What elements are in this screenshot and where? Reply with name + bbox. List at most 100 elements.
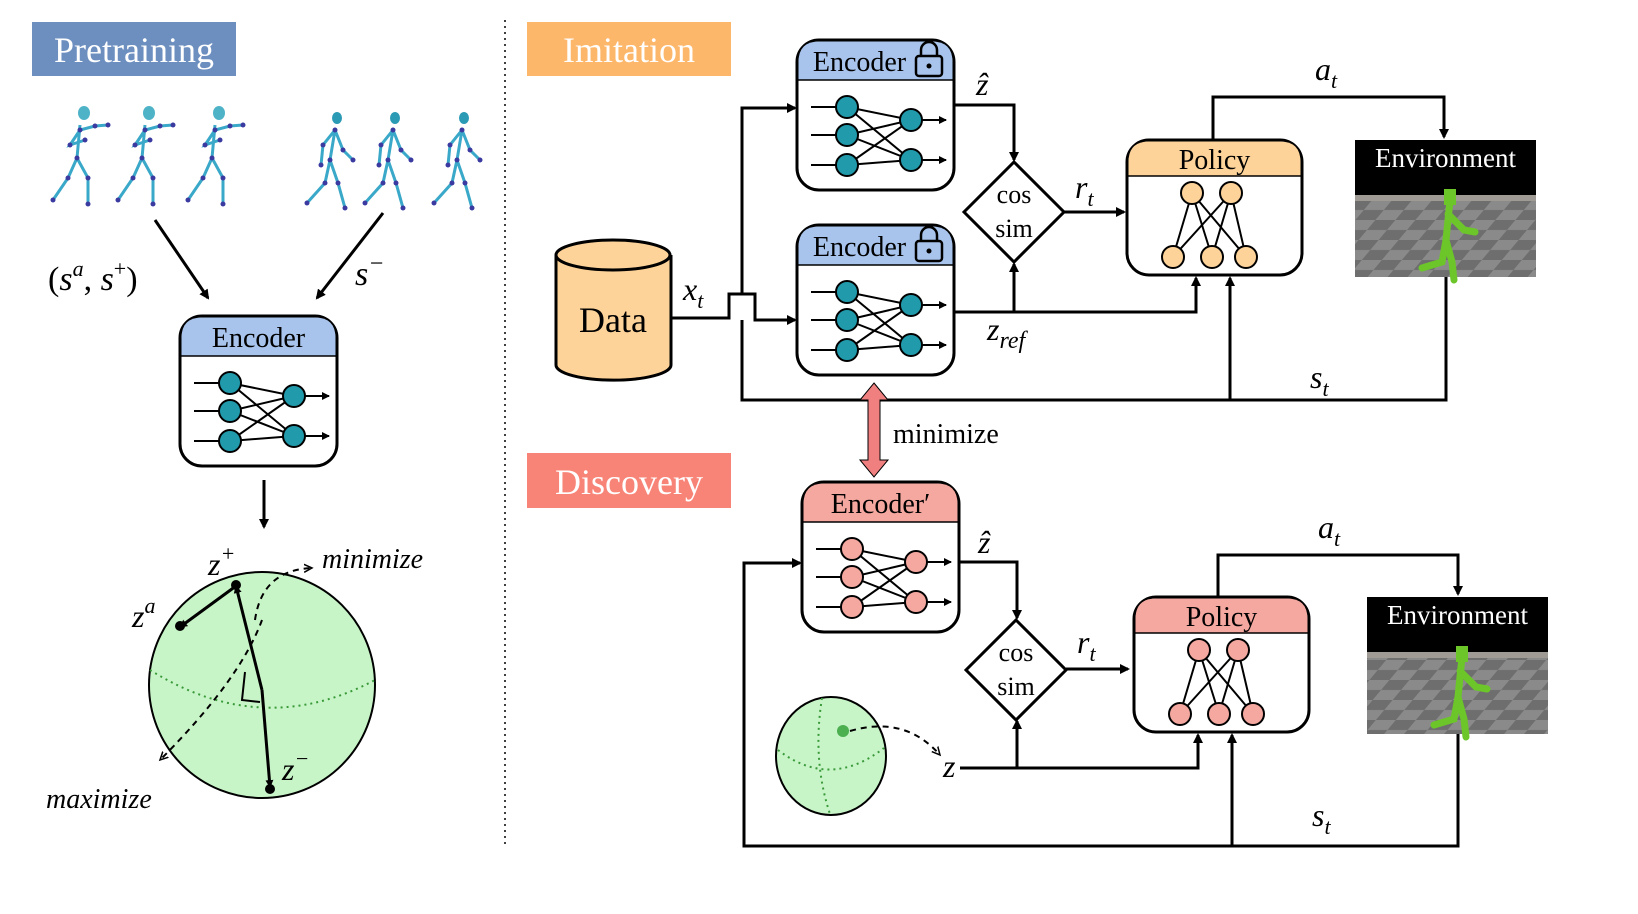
disc-state-feedback-line bbox=[742, 558, 1460, 848]
neuron bbox=[1241, 702, 1265, 726]
neuron bbox=[1207, 702, 1231, 726]
imitation-policy: Policy bbox=[1125, 138, 1304, 277]
r-t-label: rt bbox=[1075, 169, 1094, 211]
imitation-encoder-bottom: Encoder bbox=[795, 223, 956, 377]
policy-header bbox=[1128, 141, 1301, 176]
encoder-header bbox=[798, 226, 953, 265]
neuron bbox=[1168, 702, 1192, 726]
neuron bbox=[899, 333, 923, 357]
humanoid-character bbox=[1418, 189, 1479, 284]
neuron bbox=[835, 338, 859, 362]
neuron bbox=[1234, 245, 1258, 269]
sim-label: sim bbox=[997, 672, 1035, 701]
punching-figure bbox=[185, 106, 246, 207]
svg-text:Pretraining: Pretraining bbox=[54, 30, 214, 70]
encoder-title: Encoder bbox=[813, 232, 907, 263]
walking-figure bbox=[304, 112, 356, 211]
neuron bbox=[1226, 638, 1250, 662]
lock-icon bbox=[914, 40, 944, 78]
data-to-encoder-top-line bbox=[671, 103, 797, 320]
action-to-env-arrow bbox=[1211, 95, 1449, 140]
zref-to-policy-arrow bbox=[954, 276, 1201, 314]
neuron bbox=[218, 399, 242, 423]
environment-title: Environment bbox=[1375, 143, 1516, 173]
policy-title: Policy bbox=[1179, 145, 1251, 176]
neuron bbox=[840, 595, 864, 619]
data-to-encoder-bottom-line bbox=[742, 292, 797, 325]
maximize-label: maximize bbox=[46, 784, 152, 815]
neuron bbox=[1219, 181, 1243, 205]
embedding-sphere: z+ za z− minimize maximize bbox=[46, 541, 423, 815]
disc-z-hat-label: ẑ bbox=[977, 524, 991, 560]
environment-title: Environment bbox=[1387, 600, 1528, 630]
z-ref-label: zref bbox=[986, 311, 1029, 354]
punching-figure bbox=[50, 106, 111, 207]
motion-sequences bbox=[50, 106, 483, 211]
humanoid-character bbox=[1430, 646, 1491, 741]
policy-title: Policy bbox=[1186, 602, 1258, 633]
punching-figure bbox=[115, 106, 176, 207]
walking-figure bbox=[362, 112, 414, 211]
discovery-encoder: Encoder′ bbox=[800, 480, 961, 634]
neuron bbox=[899, 108, 923, 132]
svg-text:Data: Data bbox=[579, 300, 647, 340]
pretraining-label: Pretraining bbox=[32, 22, 236, 76]
neuron bbox=[835, 308, 859, 332]
discovery-policy: Policy bbox=[1132, 595, 1311, 734]
neuron bbox=[835, 280, 859, 304]
svg-text:Discovery: Discovery bbox=[555, 462, 703, 502]
imitation-encoder-top: Encoder bbox=[795, 38, 956, 192]
pretraining-encoder: Encoder bbox=[178, 314, 339, 468]
neuron bbox=[840, 565, 864, 589]
lock-icon bbox=[914, 225, 944, 263]
walking-figure bbox=[431, 112, 483, 211]
svg-text:Imitation: Imitation bbox=[563, 30, 695, 70]
disc-r-t-label: rt bbox=[1077, 624, 1096, 666]
z-to-policy-arrow bbox=[960, 733, 1203, 770]
state-feedback-line bbox=[740, 277, 1448, 402]
cos-label: cos bbox=[999, 638, 1034, 667]
neuron bbox=[840, 537, 864, 561]
data-cylinder: Data bbox=[554, 238, 673, 382]
neuron bbox=[904, 550, 928, 574]
neuron bbox=[904, 590, 928, 614]
neuron bbox=[835, 153, 859, 177]
discovery-cos-sim: cos sim bbox=[963, 617, 1069, 723]
neuron bbox=[899, 293, 923, 317]
neuron bbox=[835, 95, 859, 119]
x-t-label: xt bbox=[682, 271, 704, 313]
neuron bbox=[1180, 181, 1204, 205]
encoder-title: Encoder bbox=[813, 47, 907, 78]
neuron bbox=[1200, 245, 1224, 269]
negative-sample-arrow bbox=[315, 212, 385, 300]
neuron bbox=[282, 384, 306, 408]
encoder-header bbox=[798, 41, 953, 80]
discovery-label: Discovery bbox=[527, 453, 731, 508]
imitation-label: Imitation bbox=[527, 22, 731, 76]
encoder-header bbox=[181, 317, 336, 356]
disc-a-t-label: at bbox=[1318, 509, 1341, 551]
encoder-title: Encoder bbox=[212, 323, 306, 354]
imitation-environment: Environment bbox=[1355, 140, 1536, 284]
minimize-label: minimize bbox=[322, 544, 423, 575]
neuron bbox=[835, 123, 859, 147]
neuron bbox=[282, 424, 306, 448]
minimize-link-label: minimize bbox=[893, 419, 999, 450]
disc-action-to-env-arrow bbox=[1216, 553, 1463, 597]
sim-label: sim bbox=[995, 214, 1033, 243]
z-plus-label: z+ bbox=[207, 541, 235, 582]
encoder-header bbox=[803, 483, 958, 522]
policy-header bbox=[1135, 598, 1308, 633]
neuron bbox=[218, 429, 242, 453]
negative-sample-label: s− bbox=[355, 251, 384, 293]
z-label: z bbox=[942, 748, 956, 784]
latent-sphere bbox=[775, 696, 940, 816]
cos-sim-diamond bbox=[963, 617, 1069, 723]
neuron bbox=[1161, 245, 1185, 269]
z-minus-label: z− bbox=[281, 746, 309, 787]
z-hat-label: ẑ bbox=[975, 66, 989, 102]
neuron bbox=[218, 371, 242, 395]
a-t-label: at bbox=[1315, 51, 1338, 93]
zhat-to-cossim-arrow bbox=[954, 103, 1019, 162]
